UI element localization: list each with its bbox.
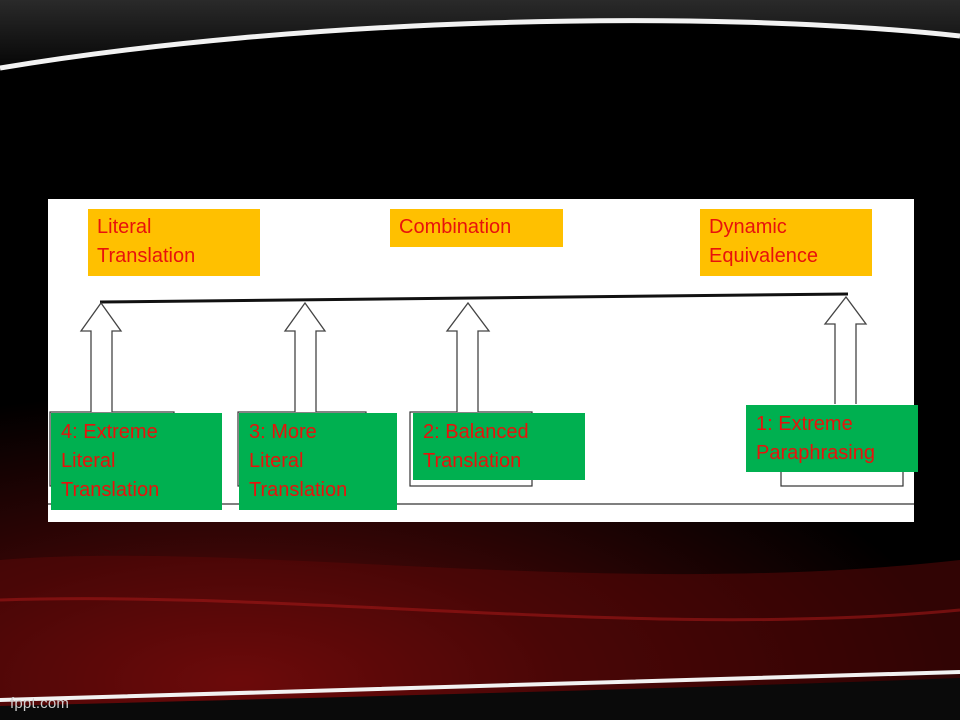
arrow-item-4 <box>79 301 123 412</box>
footer-brand: fppt.com <box>10 695 70 712</box>
scale-item-1-text: 1: Extreme Paraphrasing <box>756 413 875 464</box>
scale-item-4: 4: Extreme Literal Translation <box>51 413 222 510</box>
label-literal-translation-text: Literal Translation <box>97 216 196 267</box>
scale-item-2-text: 2: Balanced Translation <box>423 421 529 472</box>
top-swoosh <box>0 18 960 71</box>
label-combination: Combination <box>390 209 563 247</box>
scale-item-2: 2: Balanced Translation <box>413 413 585 480</box>
bottom-swoosh <box>0 670 960 702</box>
label-combination-text: Combination <box>399 216 512 238</box>
arrow-item-2 <box>445 301 491 412</box>
scale-item-3-text: 3: More Literal Translation <box>249 421 348 501</box>
scale-item-4-text: 4: Extreme Literal Translation <box>61 421 160 501</box>
spectrum-line <box>99 292 849 304</box>
scale-item-3: 3: More Literal Translation <box>239 413 397 510</box>
arrow-item-3 <box>283 301 327 412</box>
arrow-item-1 <box>823 295 868 404</box>
label-dynamic-equivalence-text: Dynamic Equivalence <box>709 216 818 267</box>
top-band <box>0 0 960 70</box>
scale-item-1: 1: Extreme Paraphrasing <box>746 405 918 472</box>
label-dynamic-equivalence: Dynamic Equivalence <box>700 209 872 276</box>
label-literal-translation: Literal Translation <box>88 209 260 276</box>
